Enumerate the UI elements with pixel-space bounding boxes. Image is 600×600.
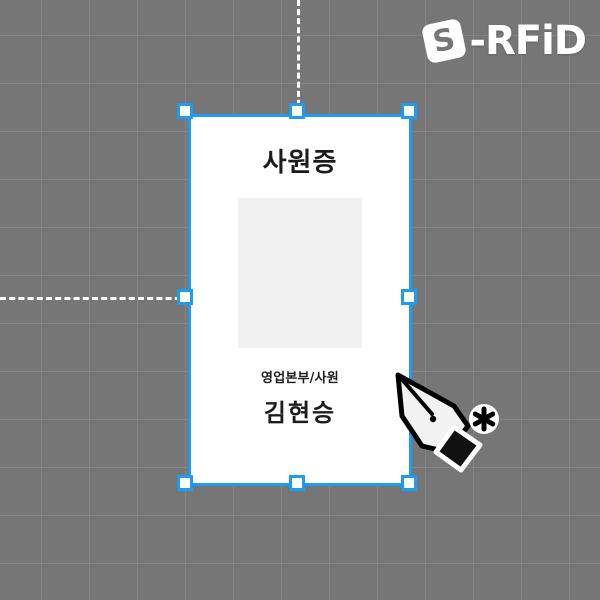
resize-handle-top-right[interactable] xyxy=(401,103,417,119)
resize-handle-middle-left[interactable] xyxy=(177,289,193,305)
resize-handle-top-center[interactable] xyxy=(289,103,305,119)
brand-logo-text: -RFiD xyxy=(469,18,587,64)
selected-object-wrapper[interactable]: 사원증 영업본부/사원 김현승 xyxy=(177,103,417,491)
id-card-content: 사원증 영업본부/사원 김현승 xyxy=(191,117,409,483)
brand-logo: S -RFiD xyxy=(421,14,587,68)
card-name-text: 김현승 xyxy=(263,399,337,427)
resize-handle-bottom-center[interactable] xyxy=(289,475,305,491)
photo-placeholder[interactable] xyxy=(238,198,362,348)
alignment-guide-vertical xyxy=(297,0,300,115)
resize-handle-top-left[interactable] xyxy=(177,103,193,119)
card-title: 사원증 xyxy=(262,148,338,178)
alignment-guide-horizontal xyxy=(0,297,190,300)
resize-handle-bottom-left[interactable] xyxy=(177,475,193,491)
card-department-text: 영업본부/사원 xyxy=(261,371,339,386)
resize-handle-middle-right[interactable] xyxy=(401,289,417,305)
brand-logo-mark: S xyxy=(421,18,468,64)
id-card-object[interactable]: 사원증 영업본부/사원 김현승 xyxy=(188,114,412,486)
resize-handle-bottom-right[interactable] xyxy=(401,475,417,491)
